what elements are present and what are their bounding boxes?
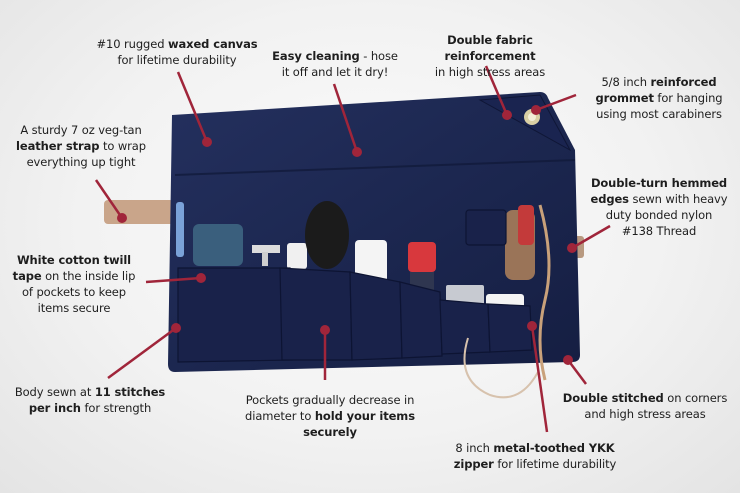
callout-waxed-canvas: #10 rugged waxed canvas for lifetime dur… — [92, 36, 262, 68]
callout-text: using most carabiners — [596, 107, 722, 121]
callout-text: 8 inch — [455, 441, 494, 455]
callout-text: to wrap — [99, 139, 146, 153]
callout-bold-text: grommet — [595, 91, 654, 105]
callout-text: #10 rugged — [96, 37, 168, 51]
callout-text: in high stress areas — [434, 65, 546, 79]
callout-text: Body sewn at — [14, 385, 95, 399]
callout-text: of pockets to keep — [22, 285, 126, 299]
callout-bold-text: reinforced — [650, 75, 717, 89]
callout-text: and high stress areas — [584, 407, 706, 421]
callout-easy-cleaning: Easy cleaning - hose it off and let it d… — [255, 48, 415, 80]
callout-bold-text: zipper — [453, 457, 494, 471]
callout-twill-tape: White cotton twill tape on the inside li… — [6, 252, 142, 316]
callout-hemmed-edges: Double-turn hemmed edges sewn with heavy… — [584, 175, 734, 239]
callout-double-stitched: Double stitched on corners and high stre… — [560, 390, 730, 422]
callout-text: on corners — [663, 391, 728, 405]
callout-double-fabric: Double fabric reinforcement in high stre… — [400, 32, 580, 80]
callout-text: duty bonded nylon — [605, 208, 713, 222]
callout-bold-text: Easy cleaning — [272, 49, 360, 63]
callout-bold-text: hold your items securely — [303, 409, 415, 439]
callout-bold-text: tape — [12, 269, 42, 283]
callout-bold-text: Double stitched — [562, 391, 664, 405]
callout-text: for strength — [80, 401, 152, 415]
callout-bold-text: per inch — [28, 401, 81, 415]
callout-leather-strap: A sturdy 7 oz veg-tan leather strap to w… — [6, 122, 156, 170]
callout-bold-text: edges — [590, 192, 630, 206]
callout-text: A sturdy 7 oz veg-tan — [20, 123, 142, 137]
callout-text: for lifetime durability — [493, 457, 617, 471]
callout-text: everything up tight — [26, 155, 136, 169]
callout-text: - hose — [359, 49, 398, 63]
zipper — [538, 204, 551, 381]
callout-text: 5/8 inch — [601, 75, 651, 89]
callout-text: #138 Thread — [621, 224, 697, 238]
callout-grommet: 5/8 inch reinforced grommet for hanging … — [584, 74, 734, 122]
callout-text: it off and let it dry! — [281, 65, 389, 79]
callout-bold-text: Double-turn hemmed — [590, 176, 728, 190]
callout-lines — [94, 65, 611, 433]
callout-text: diameter to — [245, 409, 315, 423]
callout-text: sewn with heavy — [628, 192, 728, 206]
callout-bold-text: metal-toothed YKK — [493, 441, 615, 455]
callout-text: Pockets gradually decrease in — [245, 393, 415, 407]
callout-text: for hanging — [653, 91, 723, 105]
callout-bold-text: waxed canvas — [167, 37, 258, 51]
callout-pockets: Pockets gradually decrease in diameter t… — [225, 392, 435, 440]
callout-stitches: Body sewn at 11 stitches per inch for st… — [10, 384, 170, 416]
callout-text: for lifetime durability — [117, 53, 237, 67]
callout-zipper: 8 inch metal-toothed YKK zipper for life… — [430, 440, 640, 472]
pockets — [177, 209, 533, 363]
callout-bold-text: leather strap — [16, 139, 100, 153]
callout-text: items secure — [37, 301, 111, 315]
callout-bold-text: Double fabric reinforcement — [444, 33, 536, 63]
callout-text: on the inside lip — [41, 269, 136, 283]
callout-bold-text: 11 stitches — [94, 385, 166, 399]
toiletry-items — [176, 201, 535, 310]
callout-bold-text: White cotton twill — [16, 253, 132, 267]
